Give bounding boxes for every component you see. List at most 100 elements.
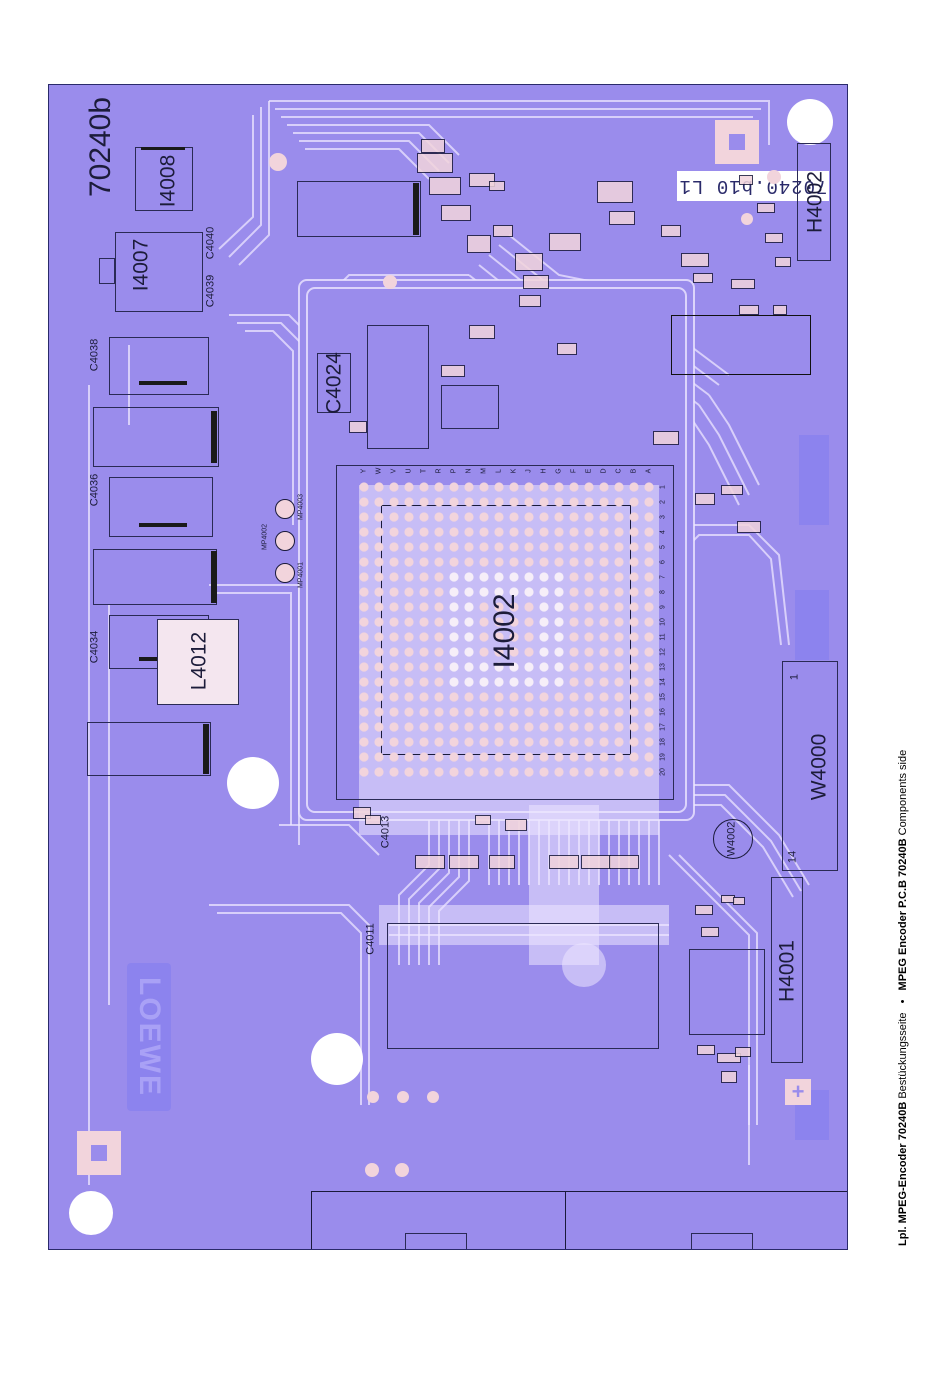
bga-col-number: 9: [659, 605, 667, 609]
polarity-plus-mark: +: [785, 1079, 811, 1105]
bga-ball: [419, 647, 429, 657]
smd-component: [469, 173, 495, 187]
c4038-body: [109, 337, 209, 395]
bga-ball: [389, 677, 399, 687]
mp4001-label: MP4001: [297, 561, 305, 589]
bga-ball: [644, 527, 654, 537]
bga-ball: [464, 707, 474, 717]
smd-component: [493, 225, 513, 237]
bga-ball: [509, 722, 519, 732]
bga-ball: [599, 737, 609, 747]
transistor-group: [367, 325, 429, 449]
bga-ball: [404, 737, 414, 747]
i4008-label: I4008: [156, 154, 180, 208]
bga-ball: [404, 527, 414, 537]
bga-ball: [389, 752, 399, 762]
bga-ball: [449, 737, 459, 747]
bga-ball: [374, 497, 384, 507]
bga-ball: [539, 632, 549, 642]
bga-ball: [584, 572, 594, 582]
bga-col-number: 11: [659, 633, 667, 641]
bga-ball: [389, 722, 399, 732]
bga-ball: [374, 692, 384, 702]
bga-ball: [404, 497, 414, 507]
bga-ball: [629, 752, 639, 762]
bga-ball: [509, 617, 519, 627]
bga-ball: [404, 572, 414, 582]
bga-col-number: 14: [659, 678, 667, 686]
bga-row-letter: M: [480, 468, 488, 474]
bga-ball: [359, 587, 369, 597]
bga-ball: [374, 677, 384, 687]
smd-component: [609, 211, 635, 225]
bga-ball: [494, 617, 504, 627]
bga-ball: [569, 602, 579, 612]
bga-ball: [554, 527, 564, 537]
bga-row-letter: J: [525, 469, 533, 473]
bga-ball: [464, 647, 474, 657]
bga-ball: [554, 602, 564, 612]
smd-component: [721, 485, 743, 495]
smd-component: [365, 815, 381, 825]
smd-component: [653, 431, 679, 445]
bga-ball: [419, 482, 429, 492]
bga-ball: [389, 602, 399, 612]
bga-ball: [479, 602, 489, 612]
bga-ball: [569, 707, 579, 717]
bga-ball: [584, 722, 594, 732]
bga-ball: [419, 662, 429, 672]
bga-ball: [509, 647, 519, 657]
bga-ball: [494, 677, 504, 687]
bga-ball: [554, 617, 564, 627]
smd-component: [765, 233, 783, 243]
bga-ball: [419, 587, 429, 597]
bga-ball: [389, 767, 399, 777]
bga-ball: [464, 587, 474, 597]
bga-ball: [644, 482, 654, 492]
bga-ball: [599, 497, 609, 507]
bga-ball: [494, 737, 504, 747]
bga-ball: [524, 527, 534, 537]
bga-ball: [644, 557, 654, 567]
bga-ball: [554, 482, 564, 492]
bga-ball: [509, 707, 519, 717]
smd-component: [449, 855, 479, 869]
bga-ball: [584, 632, 594, 642]
bga-ball: [419, 602, 429, 612]
bga-ball: [419, 617, 429, 627]
bga-ball: [449, 722, 459, 732]
bga-ball: [404, 482, 414, 492]
bga-col-number: 2: [659, 500, 667, 504]
bga-ball: [404, 647, 414, 657]
bga-ball: [359, 767, 369, 777]
bga-ball: [644, 752, 654, 762]
caption-sub-de: Bestückungsseite: [897, 1012, 909, 1099]
bga-row-letter: Y: [360, 468, 368, 474]
bga-ball: [419, 632, 429, 642]
bga-ball: [404, 677, 414, 687]
bga-col-number: 19: [659, 753, 667, 761]
bga-row-letter: A: [645, 468, 653, 474]
bga-ball: [419, 512, 429, 522]
c4024-body: [317, 353, 351, 413]
bga-ball: [359, 512, 369, 522]
bga-ball: [614, 722, 624, 732]
bga-ball: [494, 692, 504, 702]
smd-component: [415, 855, 445, 869]
bga-ball: [434, 542, 444, 552]
bga-ball: [644, 572, 654, 582]
bga-ball: [419, 767, 429, 777]
pad: [367, 1091, 379, 1103]
bga-ball: [494, 752, 504, 762]
bga-ball: [509, 497, 519, 507]
c4041-cap: [297, 181, 421, 237]
bga-ball: [449, 527, 459, 537]
bga-ball: [434, 602, 444, 612]
bga-ball: [494, 722, 504, 732]
bga-row-letter: G: [555, 468, 563, 474]
bga-ball: [359, 692, 369, 702]
bga-ball: [599, 752, 609, 762]
fiducial-pad: [77, 1131, 121, 1175]
bga-ball: [434, 572, 444, 582]
bga-ball: [524, 497, 534, 507]
